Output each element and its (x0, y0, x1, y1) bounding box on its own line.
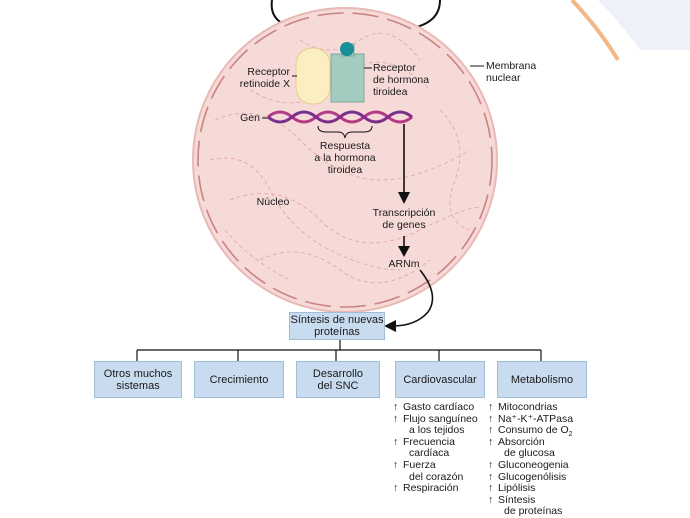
synthesis-arrow-path (391, 269, 434, 327)
list-item: ↑Na⁺-K⁺-ATPasa (488, 412, 574, 425)
effect-box-cardiovascular: Cardiovascular (395, 361, 485, 398)
synthesis-arrow-head (384, 320, 396, 332)
list-item: ↑Glucogenólisis (488, 470, 567, 483)
thyroid-hormone-molecule (340, 42, 354, 56)
dna-gene-helix (267, 110, 413, 124)
mrna-arrow-head (398, 246, 410, 257)
thyroid-hormone-receptor (330, 53, 365, 103)
label-respuesta-hormona: Respuesta a la hormona tiroidea (314, 140, 376, 176)
list-item: ↑Mitocondrias (488, 401, 558, 413)
retinoid-x-receptor (295, 47, 331, 105)
label-gen: Gen (240, 112, 260, 124)
cell-membrane-shadow (598, 0, 690, 50)
nucleus (192, 7, 498, 313)
effect-box-crecimiento: Crecimiento (194, 361, 284, 398)
list-item: ↑Respiración (393, 482, 459, 495)
effect-box-metabolismo: Metabolismo (497, 361, 587, 398)
label-membrana-nuclear: Membrana nuclear (486, 60, 537, 84)
label-nucleo: Núcleo (256, 196, 290, 208)
label-arnm: ARNm (388, 258, 420, 270)
effect-box-otros-sistemas: Otros muchos sistemas (94, 361, 182, 398)
list-item: ↑Lipólisis (488, 482, 536, 495)
metabolism-effects-list: ↑Mitocondrias ↑Na⁺-K⁺-ATPasa ↑Consumo de… (488, 401, 574, 518)
cell-membrane-arc (570, 0, 620, 62)
protein-synthesis-box: Síntesis de nuevas proteínas (289, 312, 385, 340)
list-item: ↑Consumo de O2 (488, 424, 573, 439)
transcription-arrow-head (398, 192, 410, 204)
label-receptor-hormona-tiroidea: Receptor de hormona tiroidea (373, 62, 430, 98)
effect-box-desarrollo-snc: Desarrollo del SNC (296, 361, 380, 398)
effects-tree-connectors (136, 340, 542, 361)
label-receptor-retinoide: Receptor retinoide X (239, 66, 290, 90)
nuclear-membrane (197, 12, 493, 308)
label-transcripcion-genes: Transcripción de genes (372, 207, 436, 231)
response-element-brace (317, 125, 373, 139)
list-item: ↑Gasto cardíaco (393, 401, 475, 413)
list-item: ↑Gluconeogenia (488, 458, 569, 471)
